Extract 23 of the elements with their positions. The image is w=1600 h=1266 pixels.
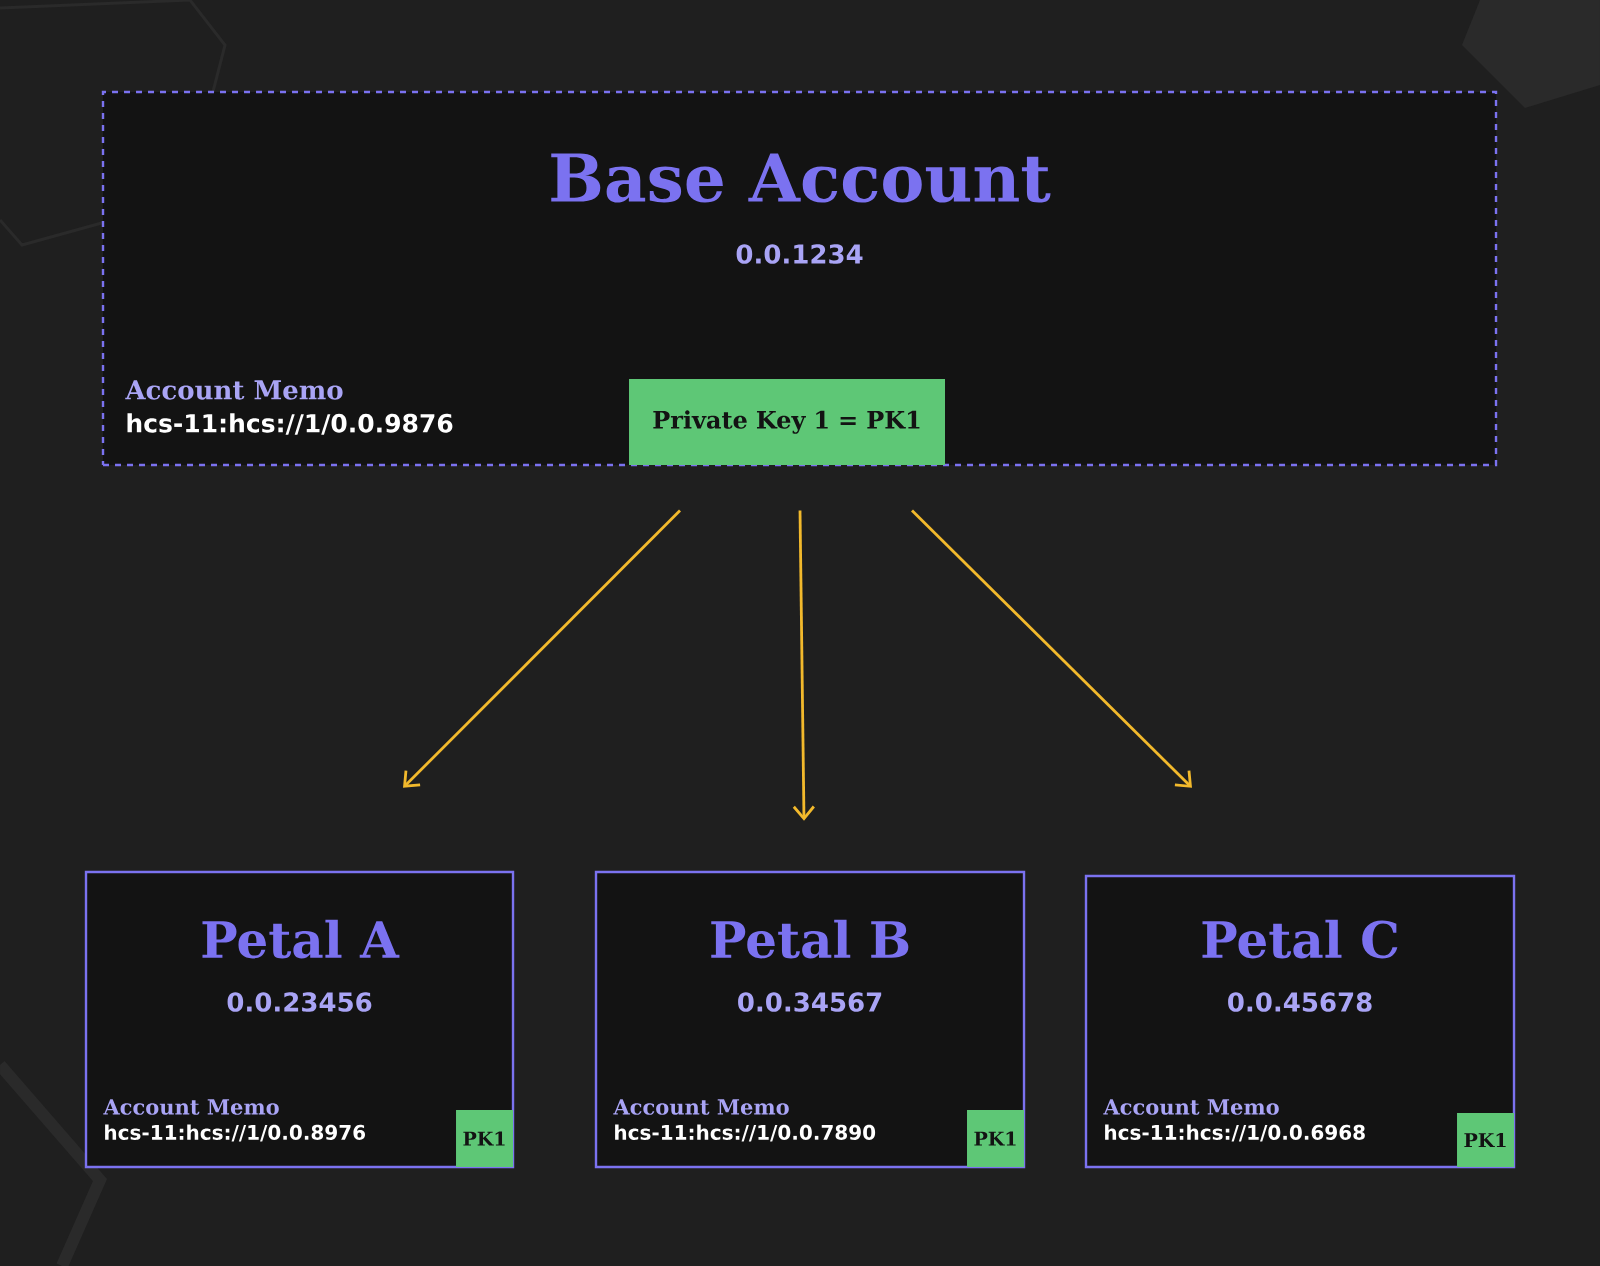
account-title: Petal A xyxy=(202,919,400,959)
account-id: 0.0.45678 xyxy=(1228,992,1372,1012)
key-badge: PK1 xyxy=(1457,1113,1514,1167)
account-id: 0.0.34567 xyxy=(738,992,882,1012)
memo-value: hcs-11:hcs://1/0.0.8976 xyxy=(105,1124,366,1142)
memo-label: Account Memo xyxy=(613,1099,789,1115)
arrow xyxy=(403,509,681,788)
account-id: 0.0.1234 xyxy=(736,244,863,264)
memo-value: hcs-11:hcs://1/0.0.9876 xyxy=(127,413,453,435)
memo-label: Account Memo xyxy=(125,380,343,400)
memo-value: hcs-11:hcs://1/0.0.7890 xyxy=(615,1124,876,1142)
account-title: Petal C xyxy=(1202,919,1398,959)
account-id: 0.0.23456 xyxy=(227,992,372,1012)
account-title: Petal B xyxy=(711,919,909,959)
arrow xyxy=(792,510,815,821)
memo-value: hcs-11:hcs://1/0.0.6968 xyxy=(1105,1124,1365,1142)
memo-label: Account Memo xyxy=(1103,1099,1279,1115)
account-title: Base Account xyxy=(551,153,1051,203)
key-box: Private Key 1 = PK1 xyxy=(629,379,945,465)
arrow xyxy=(911,509,1192,788)
memo-label: Account Memo xyxy=(103,1099,279,1115)
key-badge: PK1 xyxy=(456,1110,513,1167)
key-badge: PK1 xyxy=(967,1110,1024,1167)
